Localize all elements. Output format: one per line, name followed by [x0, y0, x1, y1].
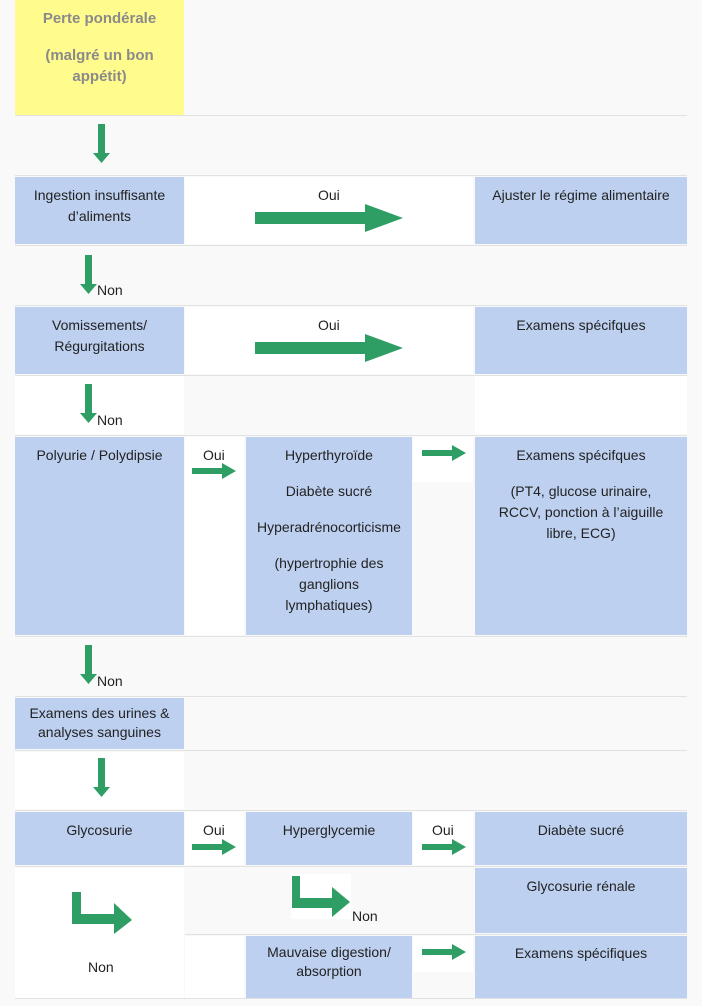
specific-exams-label-2: Examens spécifques: [516, 447, 646, 463]
renal-glycosuria-label: Glycosurie rénale: [526, 878, 636, 894]
diabetes-box: Diabète sucré: [475, 812, 687, 865]
arrow-right-icon: [422, 944, 466, 960]
start-box: Perte pondérale (malgré un bon appétit): [15, 0, 184, 115]
ingestion-box: Ingestion insuffisante d’aliments: [15, 177, 184, 244]
row2-connector: [185, 307, 473, 374]
malabsorption-box: Mauvaise digestion/ absorption: [246, 936, 412, 998]
specific-exams-detail: (PT4, glucose urinaire, RCCV, ponction à…: [498, 483, 664, 541]
diagnosis-hyperadrenocorticism: Hyperadrénocorticisme: [257, 519, 401, 535]
glycosuria-label: Glycosurie: [66, 822, 133, 838]
row3-spacer-left: [15, 376, 184, 434]
differential-box: Hyperthyroïde Diabète sucré Hyperadrénoc…: [246, 437, 412, 635]
arrow-down-icon: [80, 255, 97, 294]
vomiting-box: Vomissements/ Régurgitations: [15, 307, 184, 374]
arrow-down-icon: [93, 758, 110, 797]
arrow-right-icon: [422, 445, 466, 461]
row5-yes1-connector: [185, 812, 244, 865]
adjust-diet-box: Ajuster le régime alimentaire: [475, 177, 687, 244]
start-title: Perte pondérale: [42, 10, 157, 27]
polyuria-box: Polyurie / Polydipsie: [15, 437, 184, 635]
polyuria-label: Polyurie / Polydipsie: [36, 447, 163, 463]
specific-exams-box-1: Examens spécifques: [475, 307, 687, 374]
row1-yes-label: Oui: [318, 187, 340, 203]
renal-glycosuria-box: Glycosurie rénale: [475, 868, 687, 933]
specific-exams-label-1: Examens spécifques: [516, 317, 646, 333]
arrow-right-icon: [255, 204, 403, 232]
specific-exams-box-3: Examens spécifiques: [475, 936, 687, 998]
arrow-down-icon: [93, 124, 110, 163]
ingestion-label: Ingestion insuffisante d’aliments: [33, 187, 166, 224]
urine-blood-exams-label: Examens des urines & analyses sanguines: [29, 705, 170, 740]
start-subtitle: (malgré un bon appétit): [45, 47, 154, 85]
arrow-right-icon: [192, 463, 236, 479]
malabsorption-label: Mauvaise digestion/ absorption: [267, 944, 391, 979]
specific-exams-box-2: Examens spécifques (PT4, glucose urinair…: [475, 437, 687, 635]
row5-yes2-connector: [413, 812, 473, 865]
adjust-diet-label: Ajuster le régime alimentaire: [492, 187, 670, 203]
non-block-left: [15, 868, 184, 998]
row3-spacer-right: [475, 376, 687, 434]
row3-arrow-connector: [413, 437, 473, 482]
row5-no-middle-label: Non: [352, 908, 378, 924]
glycosuria-box: Glycosurie: [15, 812, 184, 865]
row2-no-label: Non: [97, 282, 123, 298]
urine-blood-exams-box: Examens des urines & analyses sanguines: [15, 698, 184, 749]
row5-no-left-label: Non: [88, 959, 114, 975]
diagnosis-hyperthyroid: Hyperthyroïde: [285, 447, 373, 463]
specific-exams-label-3: Examens spécifiques: [514, 945, 648, 961]
last-row-spacer: [185, 936, 244, 998]
row5-yes2-label: Oui: [432, 822, 454, 838]
hyperglycemia-label: Hyperglycemie: [282, 822, 376, 838]
row5-yes1-label: Oui: [203, 822, 225, 838]
turn-right-arrow-icon: [292, 876, 350, 917]
row3-no-label: Non: [97, 412, 123, 428]
arrow-right-icon: [255, 334, 403, 362]
arrow-right-icon: [422, 839, 466, 855]
arrow-right-icon: [192, 839, 236, 855]
diagnosis-lymph-note: (hypertrophie des ganglions lymphatiques…: [274, 555, 384, 613]
row4-no-label: Non: [97, 673, 123, 689]
vomiting-label: Vomissements/ Régurgitations: [52, 317, 147, 354]
arrow-down-icon: [80, 645, 97, 684]
diabetes-label: Diabète sucré: [537, 822, 625, 838]
row3-yes-label: Oui: [203, 447, 225, 463]
diagnosis-diabetes: Diabète sucré: [285, 483, 373, 499]
row1-connector: [185, 177, 473, 244]
arrow-down-icon: [80, 384, 97, 423]
turn-right-arrow-icon: [72, 892, 132, 934]
row2-yes-label: Oui: [318, 317, 340, 333]
hyperglycemia-box: Hyperglycemie: [246, 812, 412, 865]
